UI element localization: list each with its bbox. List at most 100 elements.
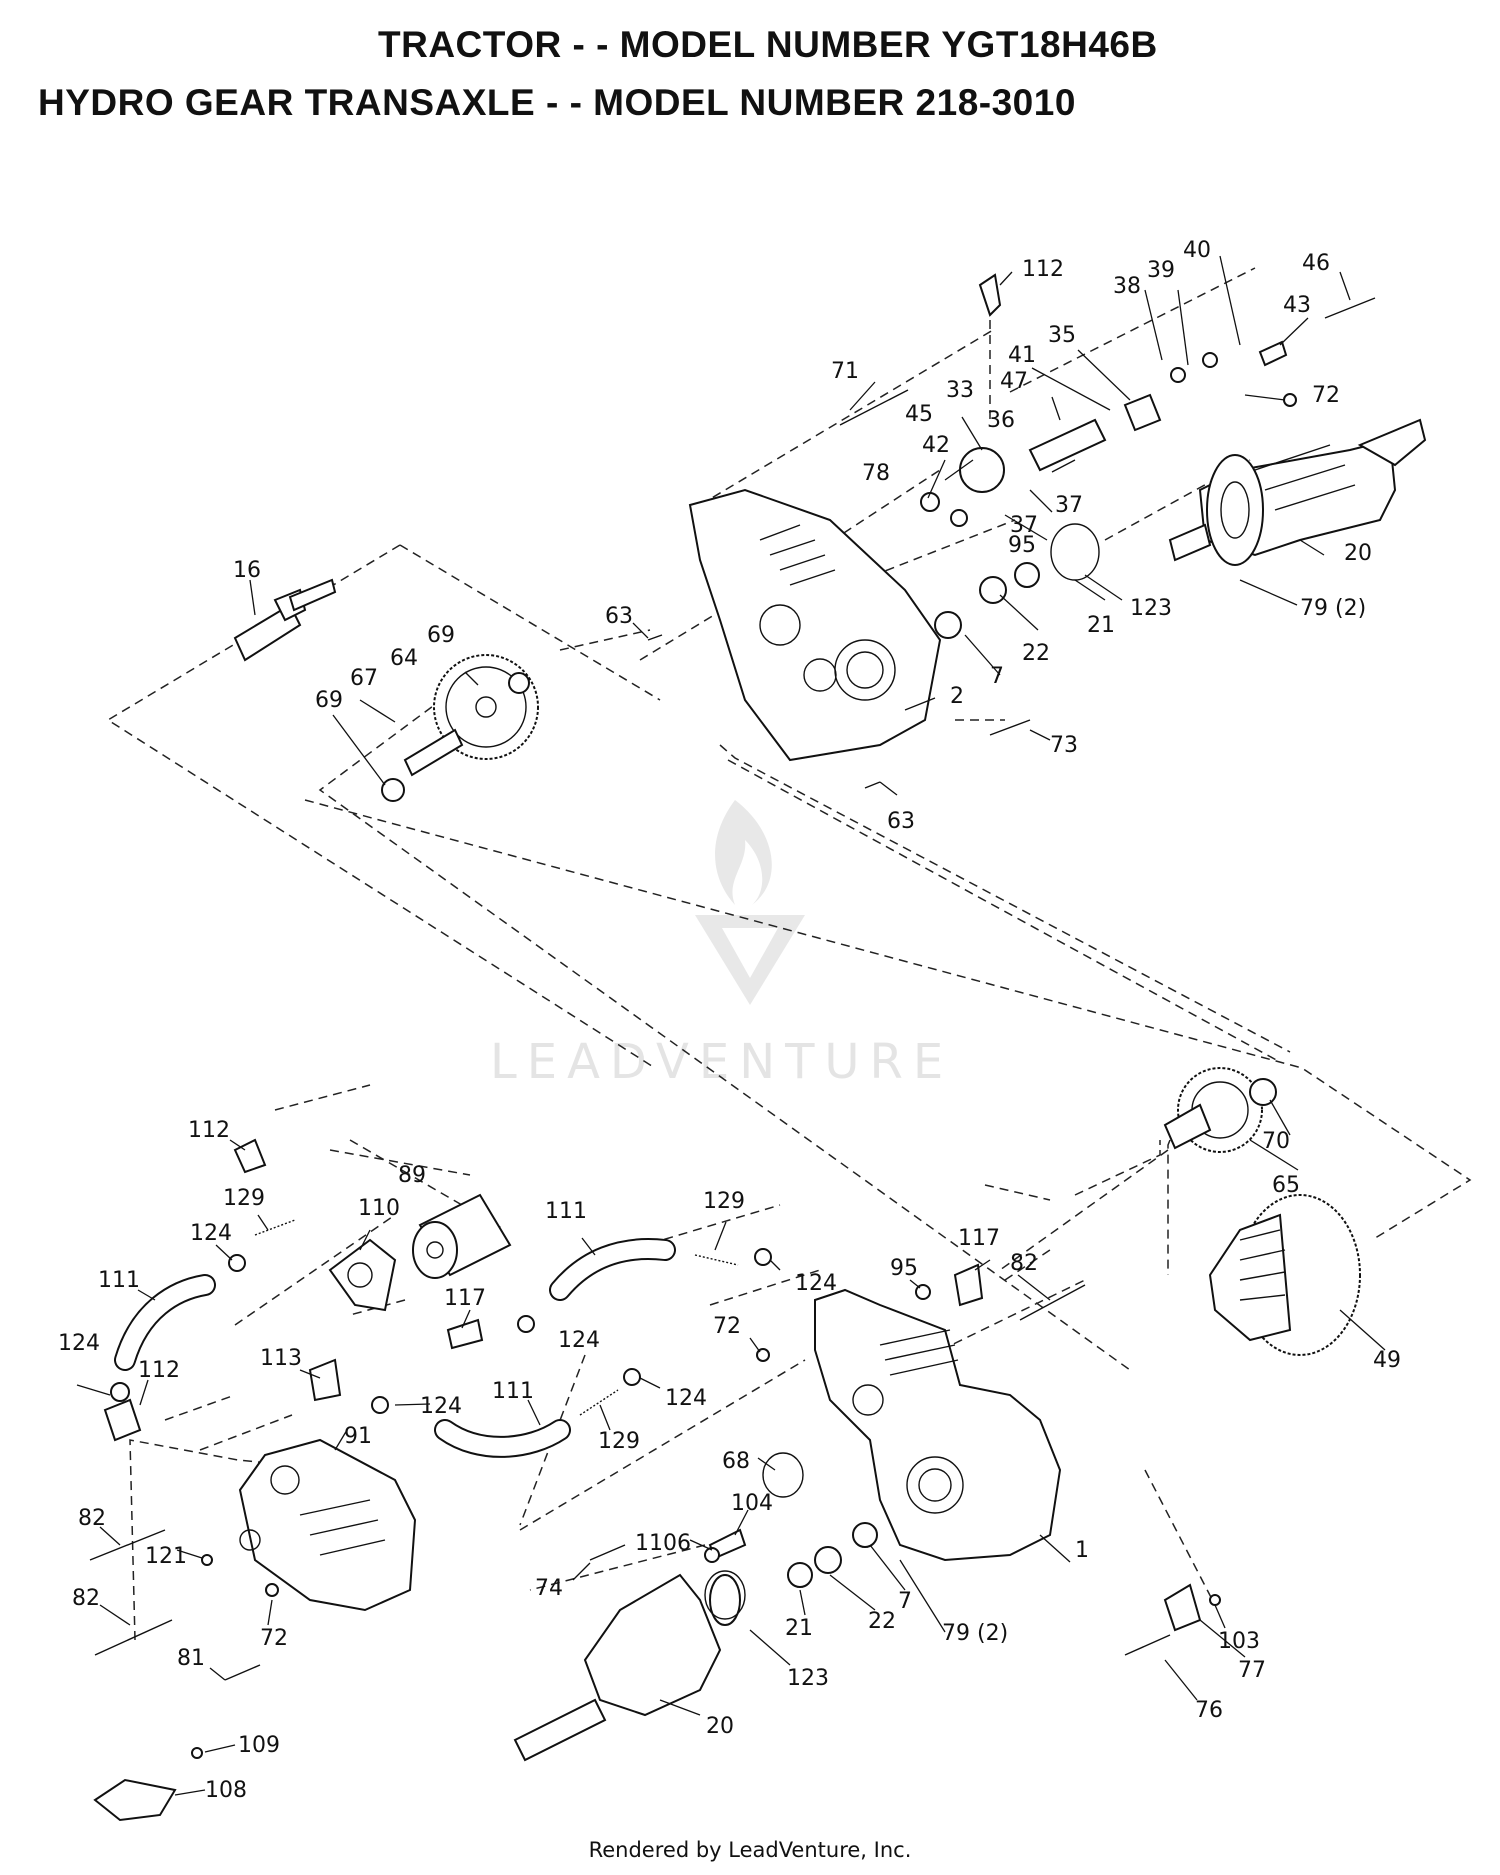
spring-part-129-bottom: [579, 1389, 619, 1416]
valve-part-1106: [704, 1547, 720, 1563]
callout-95: 95: [1008, 533, 1036, 558]
callout-69: 69: [427, 623, 455, 648]
washer-part-21-bottom: [787, 1562, 813, 1588]
callout-67: 67: [350, 666, 378, 691]
callout-111: 111: [545, 1199, 587, 1224]
bolt-part-82-right: [1019, 1284, 1086, 1321]
clamp-part-124-e: [371, 1396, 389, 1414]
callout-43: 43: [1283, 293, 1311, 318]
clamp-part-124-d: [110, 1382, 130, 1402]
screw-part-121: [201, 1554, 213, 1566]
callout-7: 7: [990, 664, 1004, 689]
callout-38: 38: [1113, 274, 1141, 299]
callout-81: 81: [177, 1646, 205, 1671]
bolt-part-71: [839, 389, 909, 426]
spring-part-129-right: [694, 1254, 739, 1266]
callout-74: 74: [535, 1576, 563, 1601]
bolt-part-81: [224, 1664, 261, 1681]
bearing-part-78: [920, 492, 940, 512]
callout-70: 70: [1262, 1129, 1290, 1154]
clamp-part-124-f: [623, 1368, 641, 1386]
callout-22: 22: [1022, 641, 1050, 666]
callout-22: 22: [868, 1609, 896, 1634]
callout-82: 82: [72, 1586, 100, 1611]
footer-credit: Rendered by LeadVenture, Inc.: [588, 1838, 912, 1862]
oil-filter-part-89: [412, 1193, 512, 1279]
callout-36: 36: [987, 408, 1015, 433]
seal-part-7-bottom: [852, 1522, 878, 1548]
callout-65: 65: [1272, 1173, 1300, 1198]
bolt-part-82-bottom-left: [94, 1619, 173, 1656]
nut-part-72-bottom: [265, 1583, 279, 1597]
callout-112: 112: [138, 1358, 180, 1383]
callout-16: 16: [233, 558, 261, 583]
fitting-part-117-right: [953, 1263, 984, 1307]
callout-110: 110: [358, 1196, 400, 1221]
lower-housing-part-1: [814, 1288, 1062, 1562]
nut-part-39: [1202, 352, 1218, 368]
callout-72: 72: [713, 1314, 741, 1339]
upper-housing-part-2: [688, 488, 942, 762]
pin-part-63-bottom: [864, 781, 881, 789]
callout-111: 111: [492, 1379, 534, 1404]
clamp-part-124-b: [754, 1248, 772, 1266]
callout-69: 69: [315, 688, 343, 713]
callout-108: 108: [205, 1778, 247, 1803]
leader-lines: [76, 255, 1386, 1796]
input-shaft-part-16: [233, 578, 337, 662]
callout-20: 20: [1344, 541, 1372, 566]
callout-1: 1: [1075, 1538, 1089, 1563]
bolt-part-76: [1124, 1634, 1171, 1656]
callout-123: 123: [787, 1666, 829, 1691]
bracket-part-35: [1123, 393, 1162, 432]
callout-113: 113: [260, 1346, 302, 1371]
callout-47: 47: [1000, 369, 1028, 394]
callout-78: 78: [862, 461, 890, 486]
callout-124: 124: [420, 1394, 462, 1419]
callout-40: 40: [1183, 238, 1211, 263]
callout-2: 2: [950, 684, 964, 709]
fitting-part-112-left: [233, 1138, 267, 1174]
callout-77: 77: [1238, 1658, 1266, 1683]
callout-91: 91: [344, 1424, 372, 1449]
fitting-part-112-top: [978, 273, 1002, 317]
callout-112: 112: [188, 1118, 230, 1143]
fitting-part-112-bottom: [103, 1398, 142, 1442]
callout-124: 124: [58, 1331, 100, 1356]
fitting-part-113: [308, 1358, 342, 1402]
callout-82: 82: [78, 1506, 106, 1531]
diagram-title-transaxle-model: HYDRO GEAR TRANSAXLE - - MODEL NUMBER 21…: [38, 82, 1076, 123]
callout-109: 109: [238, 1733, 280, 1758]
watermark: LEADVENTURE: [490, 800, 943, 1090]
clamp-part-124-a: [228, 1254, 246, 1272]
bolt-part-46: [1324, 297, 1376, 319]
callout-117: 117: [958, 1226, 1000, 1251]
washer-part-22-top: [979, 576, 1007, 604]
pin-part-63-top: [647, 634, 663, 641]
washer-part-38: [1170, 367, 1186, 383]
callout-71: 71: [831, 359, 859, 384]
washer-part-21-top: [1014, 562, 1040, 588]
callout-35: 35: [1048, 323, 1076, 348]
bracket-part-77: [1163, 1583, 1202, 1632]
callout-104: 104: [731, 1491, 773, 1516]
bolt-part-73: [989, 719, 1031, 736]
bracket-part-108: [93, 1778, 177, 1822]
callout-89: 89: [398, 1163, 426, 1188]
callout-124: 124: [795, 1271, 837, 1296]
filter-base-part-110: [328, 1238, 397, 1312]
callout-95: 95: [890, 1256, 918, 1281]
clamp-part-124-c: [517, 1315, 535, 1333]
callout-117: 117: [444, 1286, 486, 1311]
axle-housing-part-20-bottom: [513, 1570, 746, 1762]
callout-124: 124: [665, 1386, 707, 1411]
washer-part-69-left: [381, 778, 405, 802]
spring-part-129-left: [254, 1219, 296, 1236]
differential-part-49: [1208, 1194, 1361, 1356]
plug-part-95-top: [950, 509, 968, 527]
callout-129: 129: [223, 1186, 265, 1211]
callout-72: 72: [260, 1626, 288, 1651]
callout-45: 45: [905, 402, 933, 427]
callout-124: 124: [190, 1221, 232, 1246]
screw-part-109: [191, 1747, 203, 1759]
